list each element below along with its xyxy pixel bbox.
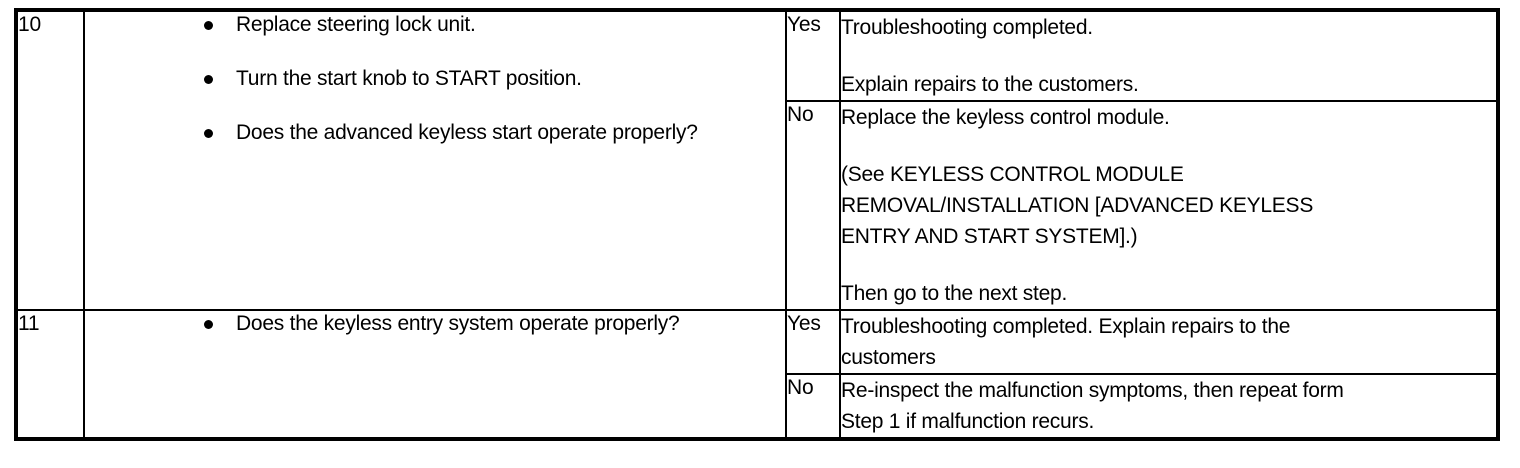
outcome-label-no: No [785,100,841,311]
outcome-label-yes: Yes [785,309,841,375]
text-line: Troubleshooting completed. Explain repai… [841,315,1291,338]
bullet-icon [204,75,213,84]
paragraph: Re-inspect the malfunction symptoms, the… [841,375,1496,437]
table-row: 11 Does the keyless entry system operate… [15,309,1499,440]
outcome-action-yes: Troubleshooting completed. Explain repai… [839,309,1499,375]
list-item: Replace steering lock unit. [85,12,785,38]
list-item: Does the keyless entry system operate pr… [85,311,785,337]
text-line: REMOVAL/INSTALLATION [ADVANCED KEYLESS [841,194,1314,217]
paragraph: Then go to the next step. [841,278,1496,309]
bullet-icon [204,21,213,30]
bullet-list: Replace steering lock unit. Turn the sta… [85,12,785,146]
bullet-list: Does the keyless entry system operate pr… [85,311,785,337]
paragraph: Troubleshooting completed. [841,12,1496,43]
table-row: No Re-inspect the malfunction symptoms, … [16,373,1499,440]
text-line: Step 1 if malfunction recurs. [841,410,1095,433]
text-line: Troubleshooting completed. [841,16,1093,39]
table-row: No Replace the keyless control module. (… [16,100,1499,311]
text-line: Then go to the next step. [841,282,1068,305]
outcome-label-no: No [785,373,841,440]
text-line: ENTRY AND START SYSTEM].) [841,225,1138,248]
outcome-action-no: Replace the keyless control module. (See… [839,100,1499,311]
inspection-action-cell: Does the keyless entry system operate pr… [83,309,787,440]
outcome-label-yes: Yes [785,9,841,102]
bullet-icon [204,320,213,329]
paragraph: Troubleshooting completed. Explain repai… [841,311,1496,373]
troubleshooting-table: 10 Replace steering lock unit. Turn the … [14,8,1500,441]
table-body: 10 Replace steering lock unit. Turn the … [15,9,1499,440]
bullet-icon [204,129,213,138]
text-line: Replace the keyless control module. [841,106,1170,129]
step-number-cell: 10 [15,9,85,311]
text-line: Re-inspect the malfunction symptoms, the… [841,379,1344,402]
table-row: 10 Replace steering lock unit. Turn the … [15,9,1499,311]
list-item-label: Does the advanced keyless start operate … [236,121,698,144]
list-item-label: Replace steering lock unit. [236,13,476,36]
list-item: Turn the start knob to START position. [85,66,785,92]
step-number-cell: 11 [15,309,85,440]
outcome-action-no: Re-inspect the malfunction symptoms, the… [839,373,1499,440]
list-item-label: Turn the start knob to START position. [236,67,582,90]
outcome-action-yes: Troubleshooting completed. Explain repai… [839,9,1499,102]
inspection-action-cell: Replace steering lock unit. Turn the sta… [83,9,787,311]
list-item: Does the advanced keyless start operate … [85,120,785,146]
paragraph: Replace the keyless control module. [841,102,1496,133]
paragraph: Explain repairs to the customers. [841,69,1496,100]
text-line: customers [841,346,936,369]
text-line: (See KEYLESS CONTROL MODULE [841,163,1184,186]
text-line: Explain repairs to the customers. [841,73,1139,96]
list-item-label: Does the keyless entry system operate pr… [236,312,680,335]
paragraph-reference: (See KEYLESS CONTROL MODULE REMOVAL/INST… [841,159,1496,252]
